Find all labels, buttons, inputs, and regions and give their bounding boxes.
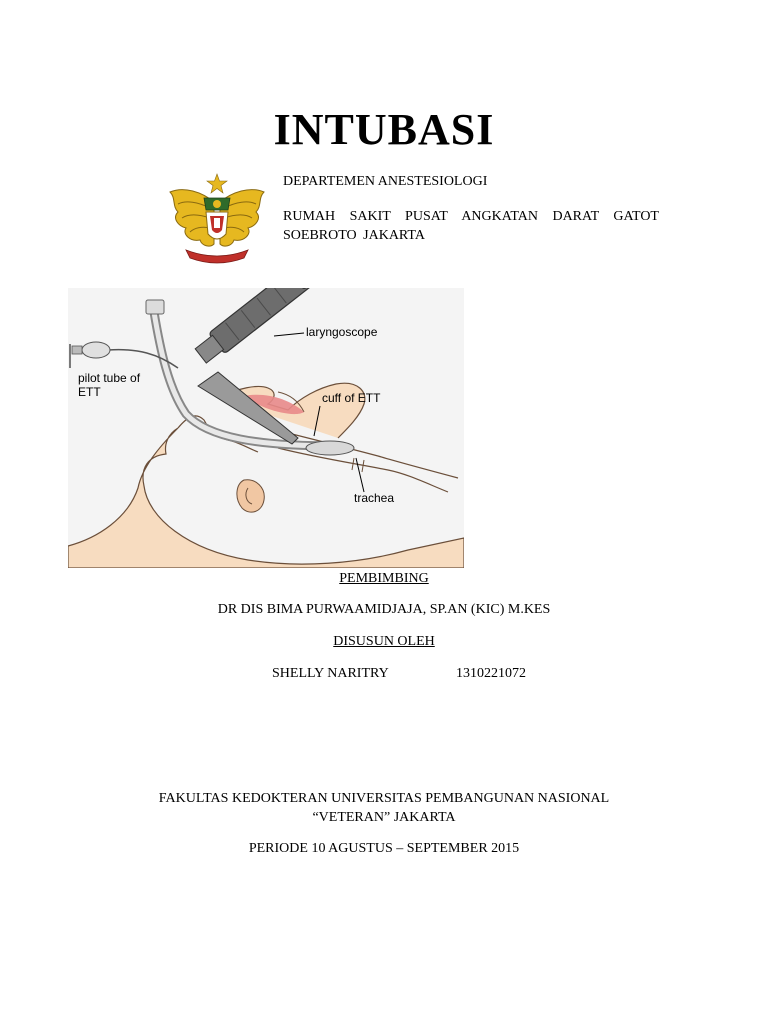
department-name: DEPARTEMEN ANESTESIOLOGI (283, 174, 488, 189)
faculty-line-1: FAKULTAS KEDOKTERAN UNIVERSITAS PEMBANGU… (158, 791, 610, 806)
trachea-label: trachea (354, 491, 394, 505)
author-nim: 1310221072 (456, 666, 526, 681)
author-name: SHELLY NARITRY (272, 666, 389, 681)
document-title: INTUBASI (273, 105, 495, 154)
supervisor-name: DR DIS BIMA PURWAAMIDJAJA, SP.AN (KIC) M… (217, 602, 551, 617)
period: PERIODE 10 AGUSTUS – SEPTEMBER 2015 (248, 841, 520, 856)
author-heading: DISUSUN OLEH (333, 634, 435, 649)
pilot-tube-label-ett: ETT (78, 385, 101, 399)
intubation-illustration: laryngoscope pilot tube of ETT cuff of E… (68, 288, 464, 568)
cuff-label: cuff of ETT (322, 391, 381, 405)
pilot-tube-label: pilot tube of (78, 371, 141, 385)
army-emblem-logo (169, 173, 265, 264)
laryngoscope-label: laryngoscope (306, 325, 378, 339)
faculty-line-2: “VETERAN” JAKARTA (312, 810, 456, 825)
supervisor-heading: PEMBIMBING (339, 571, 429, 586)
hospital-name: RUMAH SAKIT PUSAT ANGKATAN DARAT GATOT S… (283, 209, 659, 243)
